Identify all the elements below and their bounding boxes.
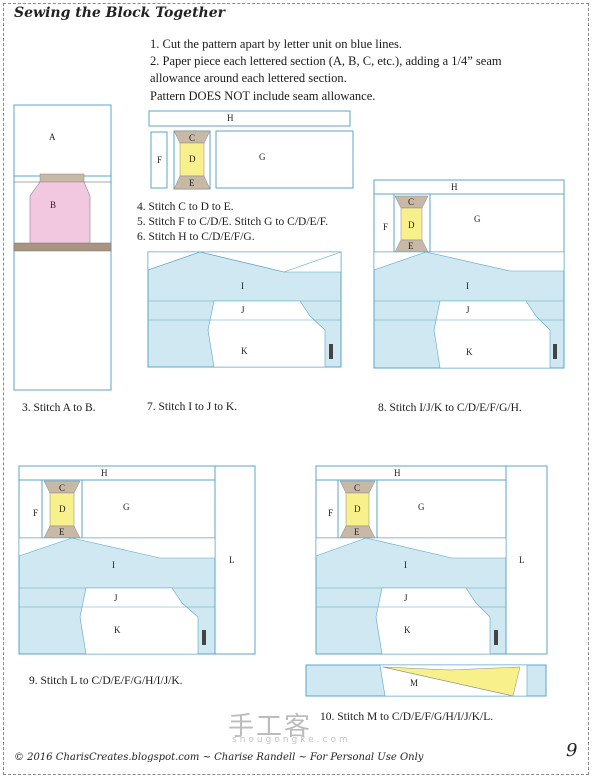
instruction-1: 1. Cut the pattern apart by letter unit … bbox=[150, 37, 403, 51]
label-h: H bbox=[227, 113, 234, 123]
label-k-10: K bbox=[404, 625, 411, 635]
label-j-10: J bbox=[404, 593, 408, 603]
label-d-9: D bbox=[59, 504, 66, 514]
step-7-caption: 7. Stitch I to J to K. bbox=[147, 401, 238, 413]
jar-body-pink bbox=[29, 181, 91, 245]
label-c: C bbox=[189, 133, 195, 143]
diagram-step-7: I J K bbox=[147, 251, 342, 368]
section-f bbox=[150, 131, 168, 189]
diagram-step-3: A B bbox=[13, 104, 112, 391]
label-f-10: F bbox=[328, 508, 333, 518]
instruction-3: Pattern DOES NOT include seam allowance. bbox=[150, 89, 376, 103]
label-d: D bbox=[189, 154, 196, 164]
step-5-text: 5. Stitch F to C/D/E. Stitch G to C/D/E/… bbox=[137, 216, 329, 228]
instruction-2: 2. Paper piece each lettered section (A,… bbox=[150, 54, 502, 68]
label-j-8: J bbox=[466, 305, 470, 315]
footer-copyright: © 2016 CharisCreates.blogspot.com ~ Char… bbox=[14, 752, 424, 763]
label-c-8: C bbox=[408, 197, 414, 207]
label-h-9: H bbox=[101, 468, 108, 478]
label-e-9: E bbox=[59, 527, 65, 537]
label-d-8: D bbox=[408, 220, 415, 230]
label-i-8: I bbox=[466, 281, 469, 291]
step-10-caption: 10. Stitch M to C/D/E/F/G/H/I/J/K/L. bbox=[320, 711, 494, 723]
label-h-8: H bbox=[451, 182, 458, 192]
diagram-steps-4-6: H F C D E G bbox=[148, 110, 354, 190]
label-m: M bbox=[410, 678, 418, 688]
label-b: B bbox=[50, 200, 56, 210]
label-i-9: I bbox=[112, 560, 115, 570]
label-e-10: E bbox=[354, 527, 360, 537]
label-i: I bbox=[241, 281, 244, 291]
diagram-step-9: L H F C D E G I J K bbox=[18, 465, 256, 655]
label-k-8: K bbox=[466, 347, 473, 357]
label-f-8: F bbox=[383, 222, 388, 232]
label-e: E bbox=[189, 178, 195, 188]
label-a: A bbox=[49, 132, 56, 142]
label-g-8: G bbox=[474, 214, 481, 224]
instruction-2-cont: allowance around each lettered section. bbox=[150, 71, 347, 85]
label-c-9: C bbox=[59, 483, 65, 493]
diagram-step-10: L H F C D E G I J K M bbox=[305, 465, 548, 697]
diagram-step-8: H F C D E G I J K bbox=[373, 179, 565, 369]
label-i-10: I bbox=[404, 560, 407, 570]
step-3-caption: 3. Stitch A to B. bbox=[22, 402, 96, 414]
label-k-9: K bbox=[114, 625, 121, 635]
label-g: G bbox=[259, 152, 266, 162]
label-f-9: F bbox=[33, 508, 38, 518]
label-j-9: J bbox=[114, 593, 118, 603]
label-j: J bbox=[241, 305, 245, 315]
shelf-bar bbox=[13, 242, 112, 252]
label-c-10: C bbox=[354, 483, 360, 493]
label-l-9: L bbox=[229, 555, 235, 565]
step-6-text: 6. Stitch H to C/D/E/F/G. bbox=[137, 231, 255, 243]
label-e-8: E bbox=[408, 241, 414, 251]
label-g-9: G bbox=[123, 502, 130, 512]
page-border bbox=[3, 3, 589, 775]
label-l-10: L bbox=[519, 555, 525, 565]
label-f: F bbox=[157, 155, 162, 165]
label-d-10: D bbox=[354, 504, 361, 514]
section-h bbox=[148, 110, 351, 127]
watermark-url: shougongke.com bbox=[232, 735, 351, 745]
label-h-10: H bbox=[394, 468, 401, 478]
step-8-caption: 8. Stitch I/J/K to C/D/E/F/G/H. bbox=[378, 402, 522, 414]
page-title: Sewing the Block Together bbox=[14, 5, 226, 21]
step-4-text: 4. Stitch C to D to E. bbox=[137, 201, 234, 213]
page-number: 9 bbox=[566, 740, 578, 761]
section-g bbox=[215, 130, 354, 189]
step-9-caption: 9. Stitch L to C/D/E/F/G/H/I/J/K. bbox=[29, 675, 183, 687]
jar-lid bbox=[39, 173, 85, 183]
label-k: K bbox=[241, 346, 248, 356]
label-g-10: G bbox=[418, 502, 425, 512]
watermark-logo: 手工客 bbox=[228, 712, 313, 742]
